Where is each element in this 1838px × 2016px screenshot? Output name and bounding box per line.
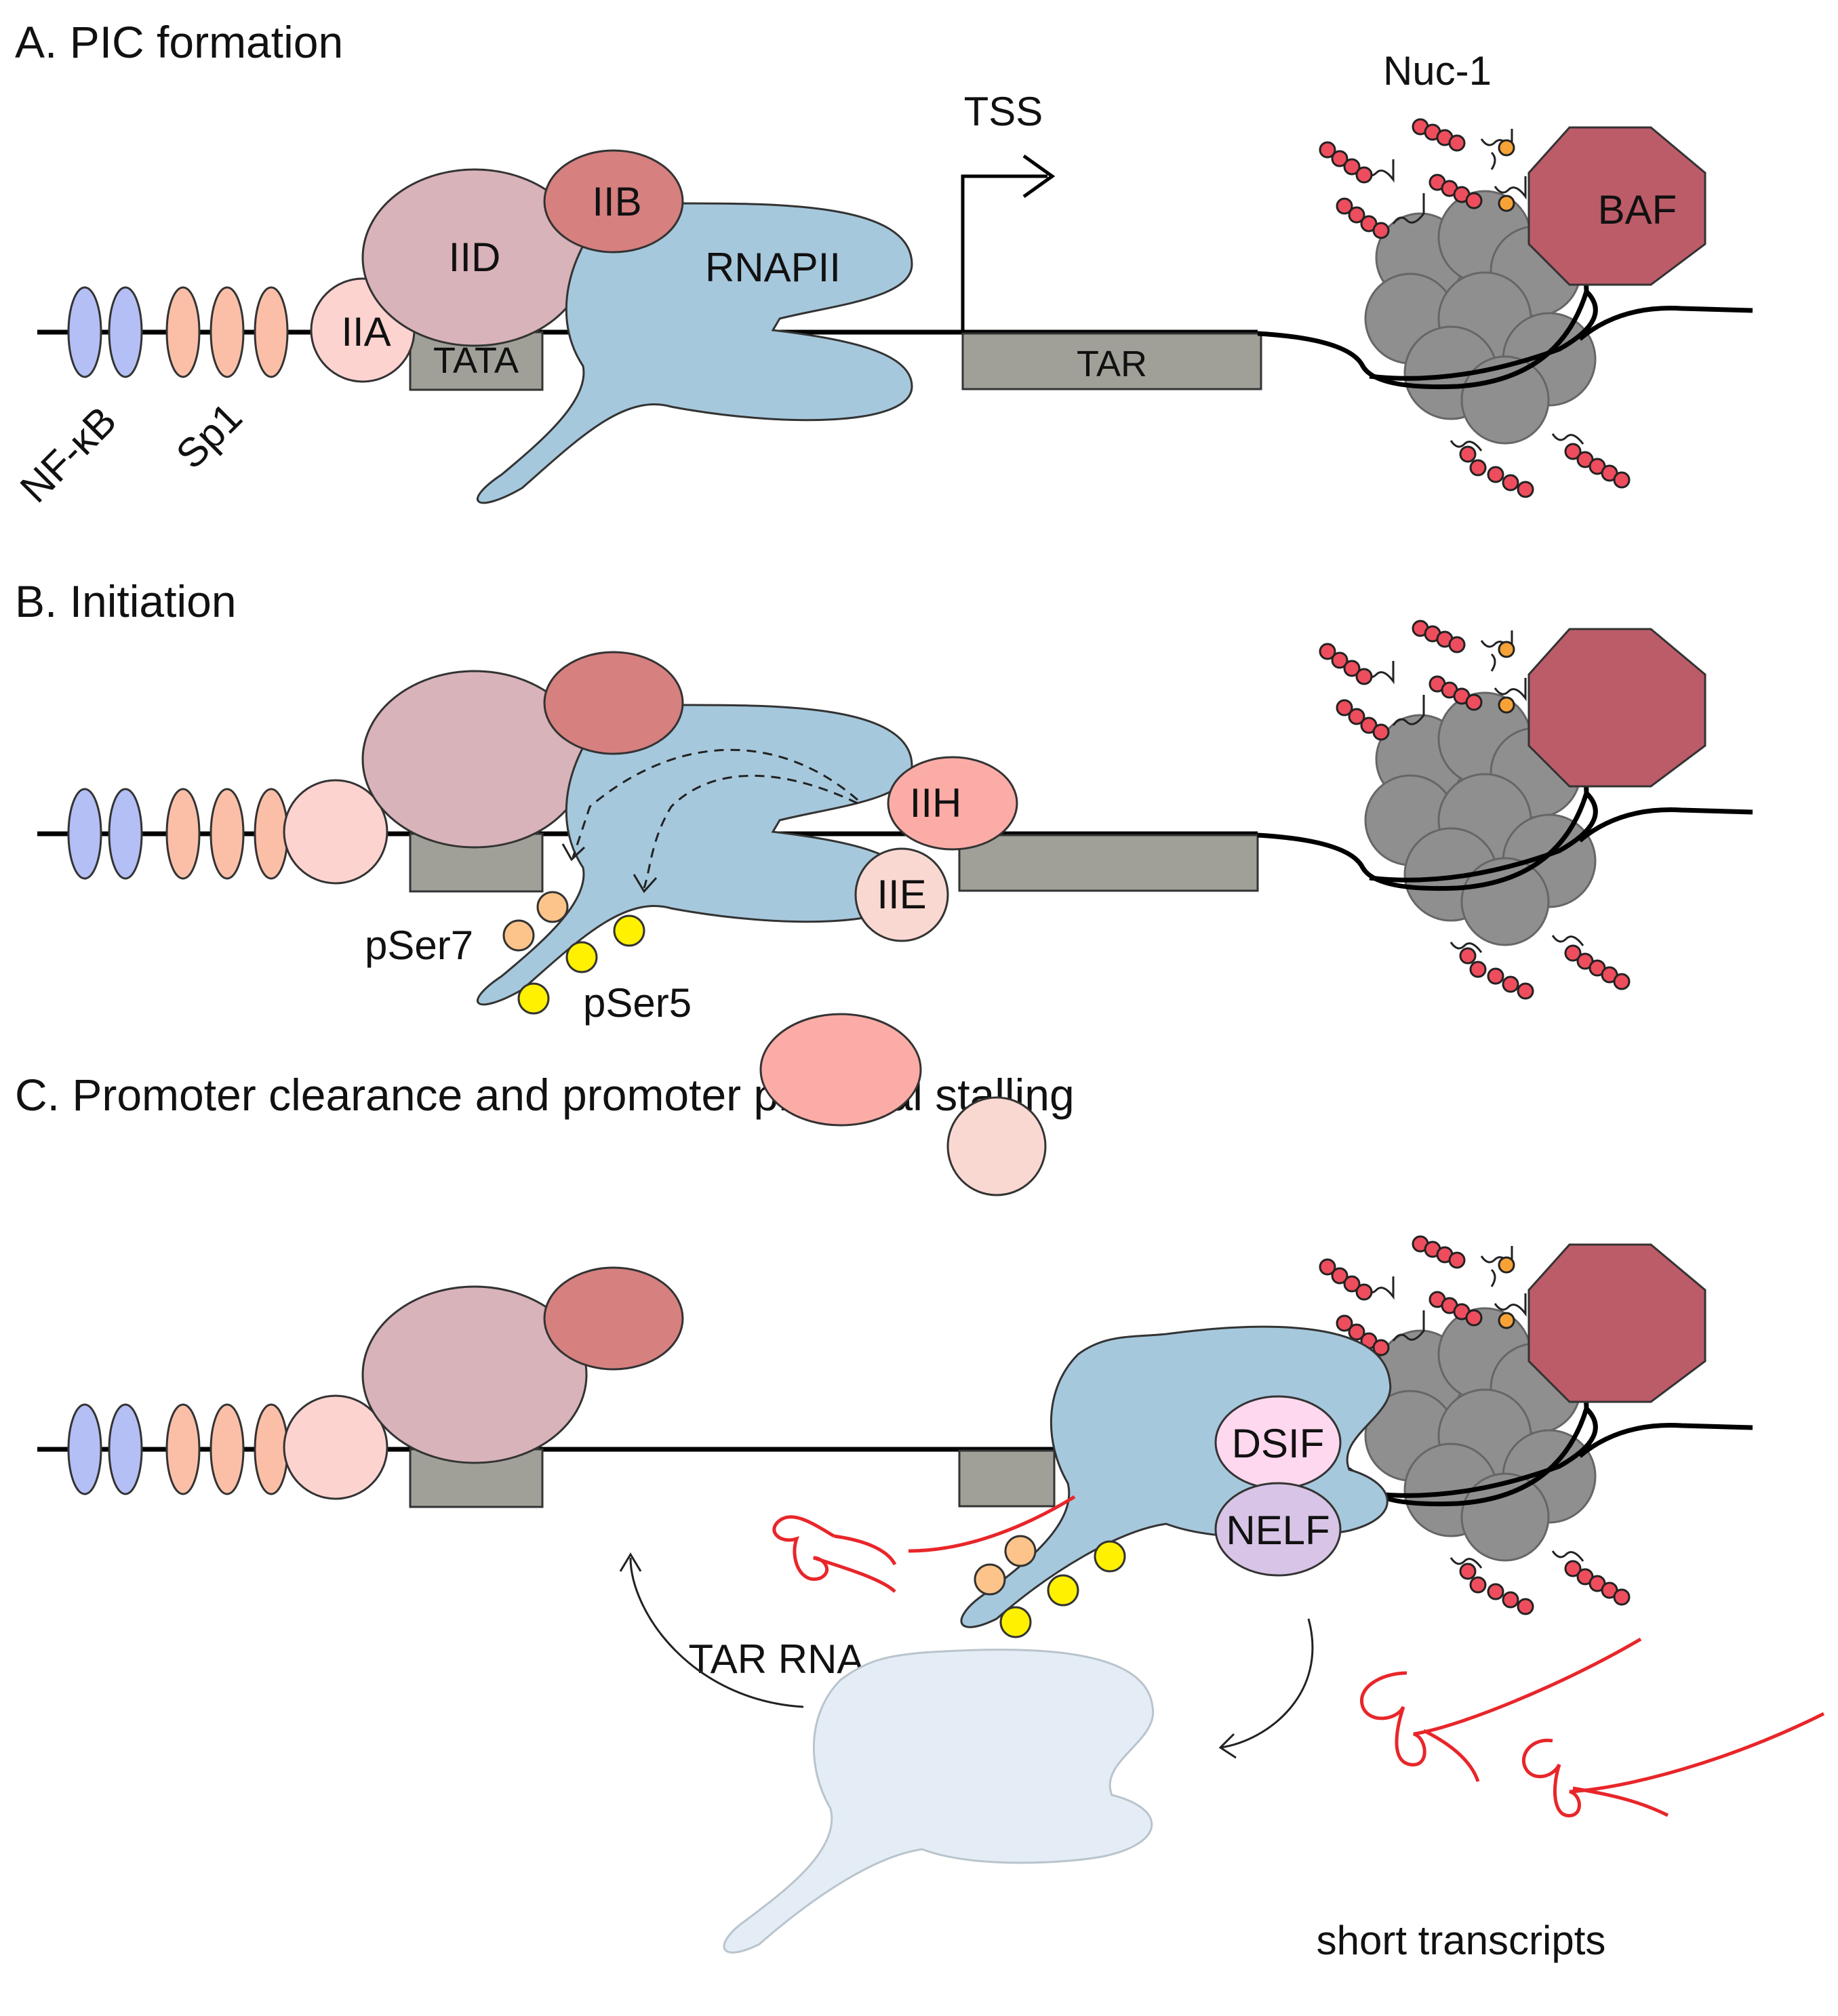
pser5-mark (517, 982, 550, 1015)
nelf-factor (1214, 1482, 1342, 1577)
panel-c-body: DSIF NELF TAR RNA short transcripts (37, 1013, 1825, 1963)
iie-factor (854, 847, 949, 942)
tar-box (958, 834, 1259, 892)
tss-arrow (961, 154, 1056, 332)
iid-factor (361, 1285, 588, 1464)
baf-label: BAF (1598, 187, 1677, 233)
rnapii-label: RNAPII (705, 245, 841, 290)
rnapii (477, 201, 913, 504)
iia-factor (283, 779, 388, 885)
iie-label: IIE (877, 872, 926, 917)
pser5-mark (999, 1606, 1032, 1638)
iih-factor (887, 756, 1018, 851)
short-transcripts-label: short transcripts (1317, 1918, 1606, 1963)
iih-factor (759, 1013, 922, 1127)
pser7-mark (536, 891, 569, 923)
tata-label: TATA (433, 340, 519, 381)
tar-label: TAR (1077, 344, 1147, 384)
dsif-label: DSIF (1232, 1421, 1325, 1466)
pser7-label: pSer7 (365, 923, 473, 968)
nfkb-label: NF-κB (12, 398, 125, 512)
short-transcripts (1359, 1637, 1825, 1817)
promoter-beads (67, 286, 289, 378)
iih-label: IIH (910, 780, 962, 826)
pser5-mark (1047, 1574, 1079, 1607)
iib-factor (543, 1266, 684, 1371)
pser7-mark (974, 1563, 1006, 1596)
nuc1-label: Nuc-1 (1383, 48, 1492, 94)
tar-box (958, 1449, 1056, 1508)
promoter-beads (67, 1403, 289, 1495)
iib-label: IIB (592, 179, 641, 224)
sp1-label: Sp1 (167, 394, 251, 477)
tar-rna (772, 1495, 1076, 1593)
phosphorylation-arrows (572, 748, 858, 889)
pser7-mark (502, 919, 535, 952)
recycle-arrow (629, 1557, 804, 1708)
panel-b-title: B. Initiation (15, 576, 237, 626)
panel-a-title: A. PIC formation (15, 17, 343, 67)
tar-rna-label: TAR RNA (689, 1636, 864, 1682)
tss-label: TSS (964, 89, 1043, 134)
baf-complex (1527, 628, 1706, 788)
iia-label: IIA (341, 309, 391, 355)
iia-factor (283, 1394, 388, 1500)
tar-box (961, 332, 1262, 390)
pser7-mark (1004, 1535, 1037, 1567)
nelf-label: NELF (1226, 1508, 1330, 1553)
iid-label: IID (449, 235, 501, 280)
release-arrow (1220, 1618, 1314, 1749)
pser5-mark (565, 941, 598, 973)
iib-factor (543, 149, 684, 254)
iie-factor (946, 1096, 1047, 1196)
rnapii-released (723, 1649, 1155, 1954)
pser5-mark (613, 914, 645, 947)
iib-factor (543, 651, 684, 755)
pser5-label: pSer5 (583, 980, 692, 1026)
panel-b: B. Initiation IIH IIE pSer7 pSer5 (15, 576, 1753, 1026)
pser5-mark (1094, 1540, 1126, 1573)
panel-a: A. PIC formation TATA IIA IID RNAPII IIB… (12, 17, 1753, 511)
promoter-beads (67, 788, 289, 880)
baf-complex (1527, 1243, 1706, 1403)
